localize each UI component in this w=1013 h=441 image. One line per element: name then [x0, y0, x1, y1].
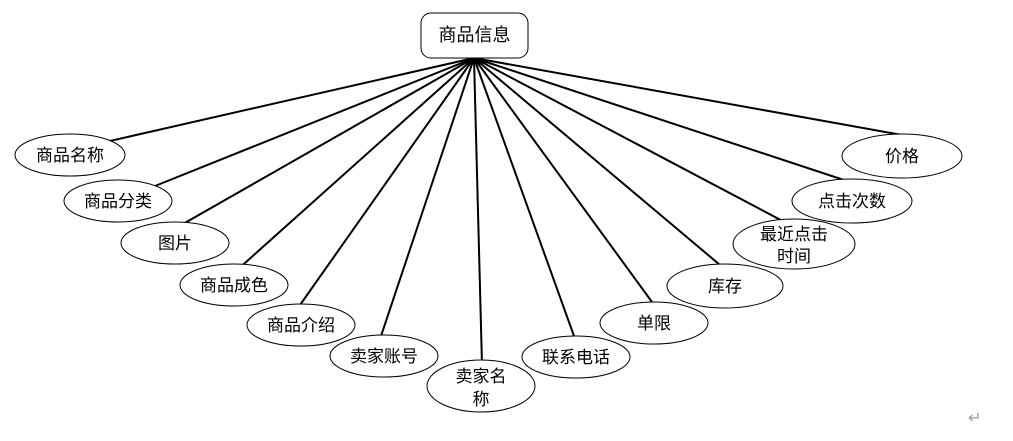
edge-contact-phone — [473, 57, 575, 337]
attribute-product-intro: 商品介绍 — [246, 303, 356, 347]
edge-seller-account — [380, 57, 475, 337]
attribute-label: 卖家账号 — [350, 347, 418, 367]
edge-seller-name — [473, 57, 483, 366]
root-box — [420, 12, 529, 59]
edge-price — [473, 57, 903, 136]
edge-product-name — [100, 57, 475, 144]
edge-product-intro — [299, 57, 475, 306]
edge-product-condition — [235, 57, 475, 272]
edges-layer — [100, 57, 903, 366]
attribute-click-count: 点击次数 — [791, 178, 913, 224]
attribute-product-name: 商品名称 — [14, 133, 126, 177]
attribute-label-line-1: 卖家名 — [456, 367, 507, 387]
attribute-ellipse — [426, 359, 536, 413]
attribute-label: 点击次数 — [818, 192, 886, 212]
attribute-label: 商品成色 — [200, 276, 268, 296]
edge-click-count — [473, 57, 851, 183]
attribute-ellipse — [732, 218, 856, 270]
edge-limit — [473, 57, 653, 303]
attribute-label: 图片 — [158, 234, 192, 254]
attribute-label: 商品分类 — [84, 192, 152, 212]
root-node: 商品信息 — [420, 12, 529, 59]
attribute-label-line-2: 时间 — [777, 247, 811, 267]
attribute-product-condition: 商品成色 — [179, 263, 289, 307]
attribute-last-click-time: 最近点击 时间 — [732, 218, 856, 270]
attribute-ellipse — [63, 179, 173, 223]
attribute-picture: 图片 — [120, 221, 230, 265]
attribute-ellipse — [329, 334, 439, 378]
attribute-label-line-2: 称 — [473, 390, 490, 410]
attribute-limit: 单限 — [599, 301, 709, 345]
attribute-ellipse — [841, 133, 963, 179]
attribute-seller-name: 卖家名 称 — [426, 359, 536, 413]
attribute-ellipse — [521, 335, 631, 379]
root-label: 商品信息 — [439, 25, 511, 46]
attribute-ellipse — [599, 301, 709, 345]
paragraph-mark-icon: ↵ — [968, 408, 982, 427]
edge-last-click-time — [473, 57, 793, 227]
attribute-label: 价格 — [885, 147, 919, 167]
edge-stock — [473, 57, 721, 266]
edge-product-category — [149, 57, 475, 189]
attribute-ellipse — [120, 221, 230, 265]
attribute-label: 单限 — [637, 314, 671, 334]
attribute-label: 库存 — [708, 277, 742, 297]
attribute-ellipse — [666, 263, 784, 309]
attribute-label: 商品介绍 — [267, 316, 335, 336]
attribute-ellipse — [14, 133, 126, 177]
attribute-ellipse — [179, 263, 289, 307]
attribute-label: 联系电话 — [542, 348, 610, 368]
attribute-price: 价格 — [841, 133, 963, 179]
attribute-contact-phone: 联系电话 — [521, 335, 631, 379]
attribute-label-line-1: 最近点击 — [760, 225, 828, 245]
attribute-seller-account: 卖家账号 — [329, 334, 439, 378]
attribute-ellipse — [791, 178, 913, 224]
attribute-product-category: 商品分类 — [63, 179, 173, 223]
attribute-label: 商品名称 — [36, 146, 104, 166]
attribute-stock: 库存 — [666, 263, 784, 309]
edge-picture — [175, 57, 475, 229]
attribute-ellipse — [246, 303, 356, 347]
